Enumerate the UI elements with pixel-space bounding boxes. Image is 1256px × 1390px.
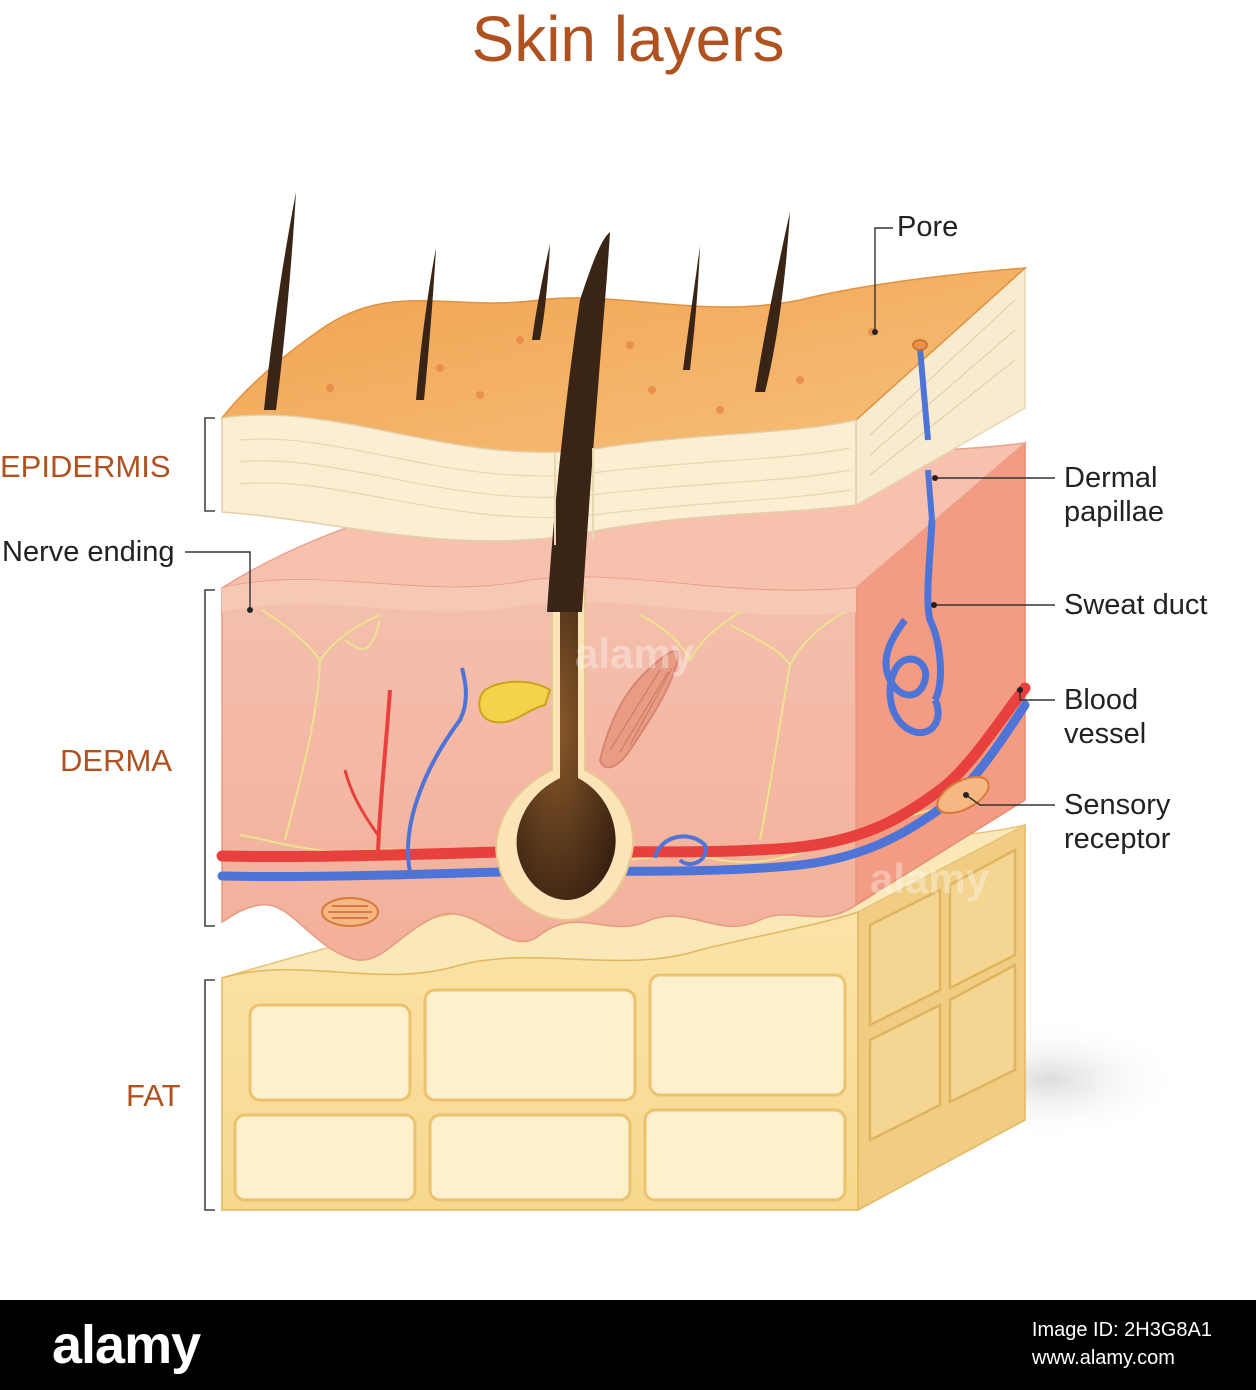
dermal-papillae-band <box>222 577 856 615</box>
blood-vessel-label-line2: vessel <box>1064 718 1147 750</box>
epidermis-layer <box>220 266 1028 542</box>
fat-cells <box>233 973 847 1202</box>
callout-leaders <box>185 227 1055 806</box>
callout-dots <box>247 329 1023 798</box>
arrector-pili-muscle <box>598 650 680 769</box>
dermal-papillae-label-line1: Dermal <box>1064 462 1158 494</box>
main-hair-shaft <box>547 232 610 612</box>
sebaceous-gland <box>478 680 552 724</box>
pore-label: Pore <box>897 211 959 243</box>
sweat-duct-epidermis <box>917 347 931 441</box>
pore-opening <box>912 339 928 351</box>
epidermis-front-face <box>221 414 857 542</box>
blood-vessel-label-line1: Blood <box>1064 684 1139 716</box>
fat-side-cells <box>868 847 1017 1143</box>
footer-bar: alamy Image ID: 2H3G8A1 www.alamy.com <box>0 1300 1256 1390</box>
footer-meta: Image ID: 2H3G8A1 www.alamy.com <box>1032 1316 1212 1372</box>
layer-brackets <box>204 417 215 1211</box>
sensory-receptor-deep <box>321 897 379 927</box>
sweat-gland <box>882 519 944 737</box>
epidermis-side-strata <box>869 299 1016 476</box>
blood-vessel-artery <box>216 682 1031 863</box>
derma-label: DERMA <box>60 743 172 778</box>
capillary-blue <box>406 667 468 873</box>
dermal-papillae-label: Dermal papillae <box>1064 461 1164 529</box>
epidermis-label: EPIDERMIS <box>0 449 171 484</box>
sweat-duct-label: Sweat duct <box>1064 589 1208 621</box>
nerve-ending-label: Nerve ending <box>2 536 175 568</box>
muscle-striations <box>609 667 673 753</box>
hairs <box>264 192 790 410</box>
hair-bulb <box>516 610 616 900</box>
follicle-channel <box>554 448 594 545</box>
dermal-papillae-label-line2: papillae <box>1064 496 1164 528</box>
sensory-receptor-label-line1: Sensory <box>1064 789 1171 821</box>
watermark-2: alamy <box>870 855 990 902</box>
diagram-title: Skin layers <box>471 3 785 75</box>
sensory-receptor-label-line2: receptor <box>1064 823 1171 855</box>
image-id: Image ID: 2H3G8A1 <box>1031 1319 1212 1341</box>
watermark: alamy <box>575 630 695 677</box>
fat-label: FAT <box>126 1078 181 1113</box>
sweat-duct <box>925 469 935 521</box>
capillary-red-2 <box>343 769 380 836</box>
capillary-loop <box>653 834 708 866</box>
sensory-receptor-label: Sensory receptor <box>1064 788 1170 856</box>
blood-vessel-label: Blood vessel <box>1064 683 1146 751</box>
footer-site: www.alamy.com <box>1031 1347 1175 1369</box>
capillary-red <box>376 689 392 853</box>
footer-logo: alamy <box>52 1315 201 1375</box>
